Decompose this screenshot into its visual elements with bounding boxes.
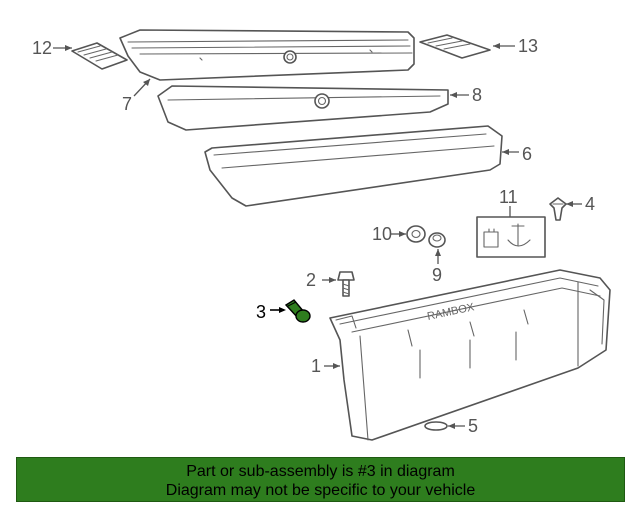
part-2-bolt[interactable] bbox=[337, 271, 355, 297]
callout-2: 2 bbox=[306, 270, 316, 290]
callout-8: 8 bbox=[472, 85, 482, 105]
part-8-seal[interactable] bbox=[157, 85, 449, 131]
part-4-clip[interactable] bbox=[549, 197, 567, 221]
arrow-7 bbox=[143, 79, 150, 86]
arrow-9 bbox=[435, 249, 441, 256]
part-1-storage-bin[interactable]: RAMBOX bbox=[329, 269, 611, 441]
callout-5: 5 bbox=[468, 416, 478, 436]
arrow-5 bbox=[448, 423, 455, 429]
callout-6: 6 bbox=[522, 144, 532, 164]
arrow-13 bbox=[493, 43, 500, 49]
arrow-1 bbox=[333, 363, 340, 369]
part-3-bolt-highlighted[interactable] bbox=[284, 299, 311, 323]
callout-10: 10 bbox=[372, 224, 392, 244]
part-9-bumper[interactable] bbox=[428, 232, 446, 248]
part-13-end-cap[interactable] bbox=[419, 34, 491, 59]
arrow-10 bbox=[399, 231, 406, 237]
callout-11: 11 bbox=[499, 187, 518, 207]
arrow-8 bbox=[450, 92, 457, 98]
arrow-4 bbox=[566, 201, 573, 207]
callout-7: 7 bbox=[122, 94, 132, 114]
callout-4: 4 bbox=[585, 194, 595, 214]
callout-9: 9 bbox=[432, 265, 442, 285]
part-10-grommet[interactable] bbox=[406, 225, 426, 243]
arrow-6 bbox=[502, 149, 509, 155]
part-7-rail-cover[interactable] bbox=[119, 29, 415, 81]
callout-13: 13 bbox=[518, 36, 538, 56]
banner-line-2: Diagram may not be specific to your vehi… bbox=[165, 482, 476, 499]
part-11-label[interactable] bbox=[476, 216, 546, 258]
arrow-2 bbox=[329, 277, 336, 283]
callout-1: 1 bbox=[311, 356, 321, 376]
part-6-lid[interactable] bbox=[204, 125, 503, 207]
part-12-end-cap[interactable] bbox=[71, 42, 128, 70]
callout-3: 3 bbox=[256, 302, 266, 322]
banner-line-1: Part or sub-assembly is #3 in diagram bbox=[186, 463, 455, 480]
arrow-3 bbox=[279, 307, 286, 313]
parts-diagram: 12 13 7 8 6 11 bbox=[32, 29, 611, 441]
arrow-12 bbox=[65, 45, 72, 51]
part-5-drain-plug[interactable] bbox=[424, 421, 448, 431]
callout-12: 12 bbox=[32, 38, 52, 58]
info-banner: Part or sub-assembly is #3 in diagram Di… bbox=[16, 457, 625, 502]
